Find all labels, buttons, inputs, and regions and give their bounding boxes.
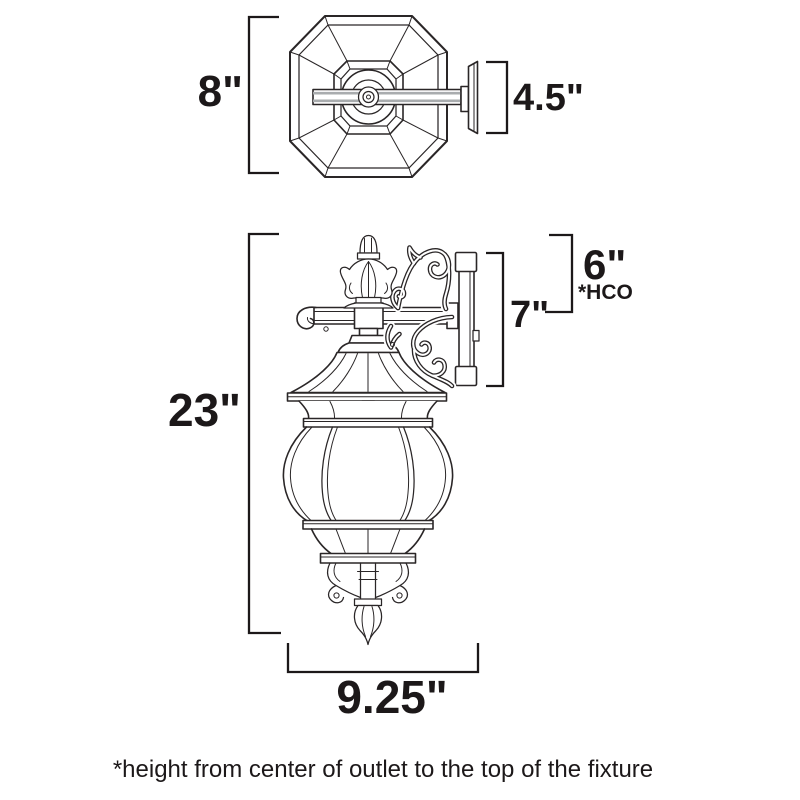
- bracket-9-25in: [286, 643, 480, 674]
- bracket-23in: [247, 232, 281, 635]
- dimension-label-23in: 23": [168, 384, 241, 436]
- bracket-7in: [486, 251, 505, 388]
- wall-plate-top: [467, 60, 479, 135]
- dimension-top-width: 8": [198, 15, 279, 175]
- lamp-neck: [298, 400, 438, 428]
- bottom-finial: [353, 598, 383, 646]
- lamp-stem: [337, 327, 400, 354]
- dimension-label-7in: 7": [510, 294, 549, 336]
- scroll-ornament: [387, 248, 452, 387]
- base-cradle: [326, 562, 410, 604]
- dimension-label-8in: 8": [198, 67, 243, 116]
- glass-cage: [282, 426, 454, 530]
- lantern-side-view: [282, 234, 480, 646]
- dimension-outlet-height: 6" *HCO: [545, 233, 633, 314]
- bracket-6in: [545, 233, 574, 314]
- dimension-label-hco: *HCO: [578, 281, 633, 304]
- dimension-label-9-25in: 9.25": [336, 671, 447, 723]
- lamp-center-hub: [357, 86, 380, 108]
- bracket-4-5in: [486, 60, 509, 135]
- wall-plate-side: [454, 251, 480, 387]
- dimension-label-4-5in: 4.5": [513, 77, 584, 119]
- dimension-backplate-depth: 4.5": [486, 60, 584, 135]
- lamp-roof: [286, 351, 448, 409]
- dimension-backplate-height: 7": [486, 251, 549, 388]
- dimension-label-6in: 6": [583, 241, 626, 288]
- bracket-8in: [247, 15, 279, 175]
- lamp-skirt: [310, 528, 426, 564]
- dimension-fixture-width: 9.25": [286, 643, 480, 723]
- footnote: *height from center of outlet to the top…: [113, 756, 653, 783]
- mounting-arm-top: [312, 85, 470, 113]
- top-finial: [339, 234, 398, 309]
- lantern-top-view: [289, 15, 479, 178]
- dimension-fixture-height: 23": [168, 232, 281, 635]
